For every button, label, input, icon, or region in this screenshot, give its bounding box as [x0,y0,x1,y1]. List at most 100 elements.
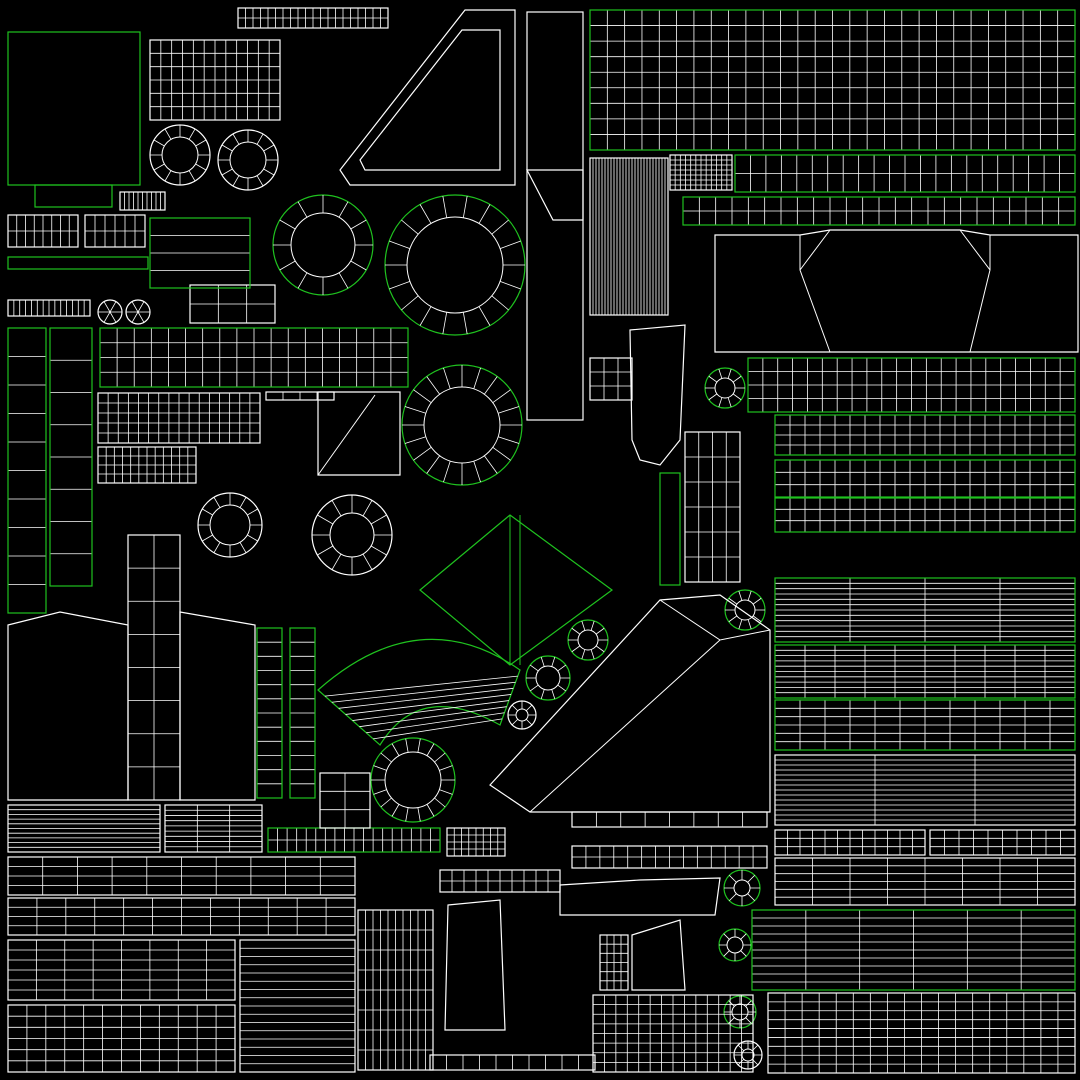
uv-island-outline [774,699,1076,751]
uv-fan-island [317,638,521,746]
uv-island-grid-lines [775,830,925,855]
uv-island-grid-lines [238,8,388,28]
uv-ring-segments [385,195,525,335]
uv-island-outline [747,357,1076,413]
uv-island-outline [7,327,47,614]
uv-ring-inner [515,708,529,722]
uv-island-grid-lines [13,300,85,316]
uv-island-grid-lines [572,846,767,868]
uv-ring-segments [312,495,392,575]
uv-island-outline [526,11,584,421]
uv-island-outline [589,357,633,401]
uv-island-grid-lines [590,10,1075,150]
uv-island-outline [774,754,1076,826]
uv-island-polygon [339,9,516,186]
uv-island-outline [7,31,141,186]
uv-island-outline [289,627,316,799]
uv-island-outline [97,446,197,484]
uv-ring-segments [705,368,745,408]
uv-island-grid-lines [447,828,505,856]
uv-island-outline [774,497,1076,533]
uv-ring-inner [329,512,375,558]
uv-island-outline [7,1004,236,1073]
uv-trapezoid-detail [529,599,771,813]
uv-island-outline [592,994,754,1073]
uv-ring-segments [273,195,373,295]
uv-island-polygon [629,324,686,466]
uv-island-grid-lines [748,358,1075,412]
uv-island-outline [734,154,1076,193]
uv-island-outline [7,256,149,270]
uv-island-grid-lines [150,235,250,271]
uv-island-outline [439,869,561,893]
uv-island-outline [7,856,356,896]
uv-island-grid-lines [8,215,78,247]
uv-island-grid-lines [683,197,1075,225]
uv-ring-inner [209,504,251,546]
uv-ring-segments [371,738,455,822]
uv-ring-inner [161,136,199,174]
uv-island-grid-lines [85,215,145,247]
uv-island-grid-lines [775,755,1075,825]
uv-island-grid-lines [775,645,1075,698]
uv-ring-inner [535,665,561,691]
uv-island-outline [589,9,1076,151]
uv-island-grid-lines [775,578,1075,642]
uv-ring-inner [406,216,504,314]
uv-island-outline [256,627,283,799]
uv-island-polygon [179,611,256,801]
uv-island-grid-lines [930,830,1075,855]
uv-island-grid-lines [100,328,408,387]
uv-island-outline [189,284,276,324]
uv-island-outline [774,459,1076,498]
uv-island-grid-lines [592,158,666,315]
uv-island-grid-lines [768,993,1075,1073]
uv-island-outline [429,1054,596,1071]
uv-island-grid-lines [8,809,160,848]
uv-island-grid-lines [8,940,235,1000]
uv-ring-segments [402,365,522,485]
uv-ring-inner [577,629,599,651]
uv-island-outline [571,845,768,869]
uv-island-grid-lines [98,447,196,483]
uv-diamond-seam [509,515,521,665]
uv-ring-segments [218,130,278,190]
uv-island-outline [774,829,926,856]
uv-island-grid-lines [190,285,275,323]
uv-island-outline [571,811,768,828]
uv-island-outline [774,857,1076,906]
uv-island-grid-lines [600,935,628,990]
uv-island-grid-lines [240,947,355,1065]
uv-island-polygon [419,514,614,666]
uv-island-outline [239,939,356,1073]
uv-ring-inner [741,1048,755,1062]
uv-island-outline [7,299,91,317]
uv-island-grid-lines [8,898,355,935]
uv-island-grid-lines [98,393,260,443]
uv-island-polygon [631,919,686,991]
uv-island-grid-lines [257,641,282,785]
uv-island-outline [119,191,166,211]
uv-island-grid-lines [593,995,753,1072]
uv-island-outline [164,804,263,853]
uv-island-grid-lines [50,359,92,555]
uv-island-grid-lines [775,858,1075,905]
uv-ring-segments [724,870,760,906]
uv-island-outline [237,7,389,29]
uv-island-grid-lines [165,805,262,852]
uv-island-polygon [359,29,501,171]
uv-island-grid-lines [150,40,280,120]
uv-island-polygon [7,611,129,801]
uv-island-polygon [317,391,401,476]
uv-island-grid-lines [8,356,46,585]
uv-island-grid-lines [8,1005,235,1072]
uv-island-outline [7,939,236,1001]
uv-island-detail [799,229,991,353]
uv-ring-segments [126,301,150,323]
uv-island-grid-lines [595,812,744,827]
uv-island-outline [34,184,113,208]
uv-fan-lines [324,675,518,740]
uv-island-outline [149,39,281,121]
uv-island-grid-lines [358,910,433,1070]
